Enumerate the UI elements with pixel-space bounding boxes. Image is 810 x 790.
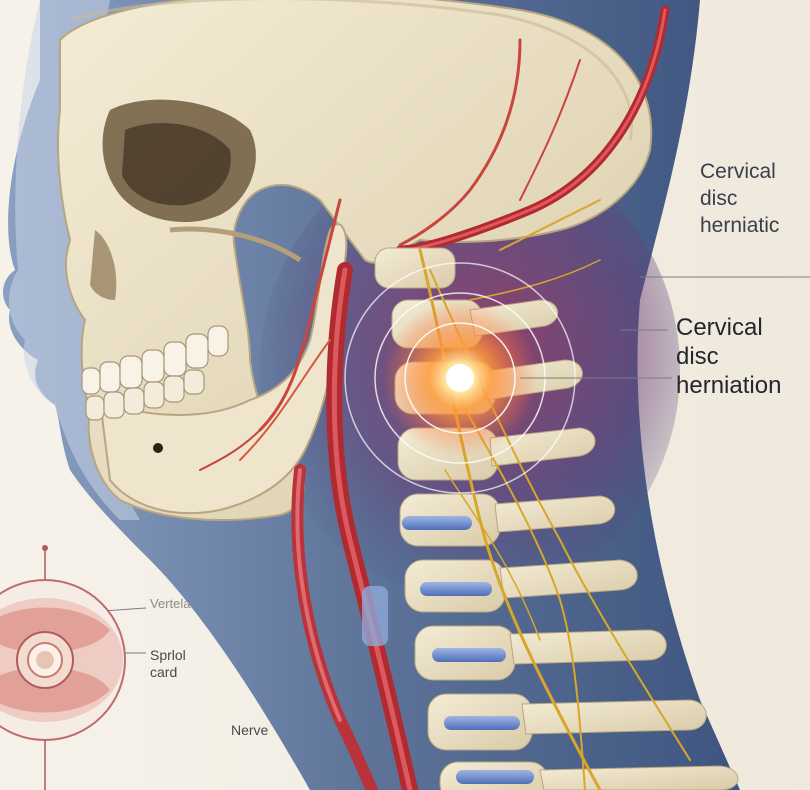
label-nerve: Nerve xyxy=(231,722,269,738)
lower-teeth xyxy=(85,369,205,421)
label-top-line3: herniatic xyxy=(700,214,780,237)
label-cervical-disc-herniation-main: Cervical disc herniation xyxy=(676,313,781,400)
label-cord-line2: card xyxy=(150,664,178,680)
label-vertebra: Vertela xyxy=(150,596,191,611)
label-spinal-cord: Sprlol card xyxy=(150,647,186,681)
upper-teeth xyxy=(81,325,229,395)
label-top-line1: Cervical xyxy=(700,160,776,183)
label-cervical-disc-herniation-top: Cervical disc herniatic xyxy=(700,158,779,239)
label-top-line2: disc xyxy=(700,187,738,210)
label-main-line1: Cervical xyxy=(676,314,763,341)
arteries xyxy=(199,5,670,790)
intervertebral-discs xyxy=(362,516,534,784)
spinal-cross-section-icon xyxy=(0,545,126,790)
label-main-line2: disc xyxy=(676,343,719,370)
label-cord-line1: Sprlol xyxy=(150,647,186,663)
label-main-line3: herniation xyxy=(676,372,782,399)
